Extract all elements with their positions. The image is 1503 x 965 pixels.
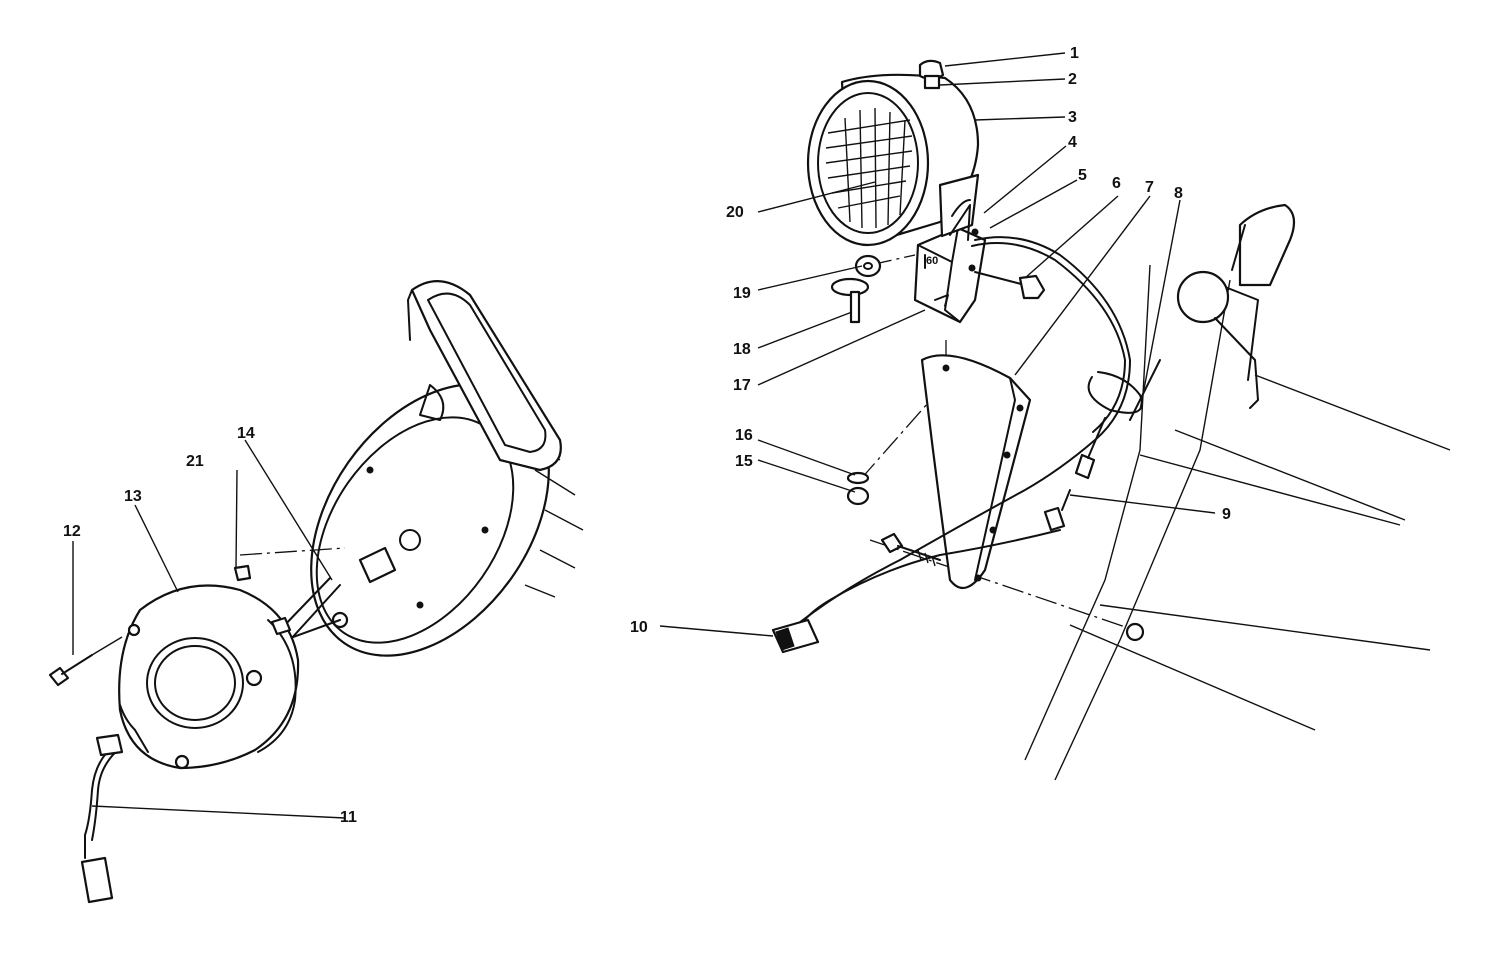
clutch-housing-13: [118, 564, 300, 770]
screw-12: [48, 636, 123, 687]
callout-16: 16: [735, 427, 753, 444]
callout-18: 18: [733, 341, 751, 358]
callout-14: 14: [237, 425, 255, 442]
callout-19: 19: [733, 285, 751, 302]
callout-15: 15: [735, 453, 753, 470]
headlight-assembly: [806, 73, 980, 247]
bracket-mark: 60: [926, 255, 938, 267]
lamp-bolt-6: [968, 264, 1046, 300]
bolt-and-nuts: [846, 471, 1145, 642]
carriage-bolt-18: [830, 277, 870, 324]
callout-12: 12: [63, 523, 81, 540]
wiring-harness: [789, 236, 1143, 631]
connector-10: [771, 618, 820, 654]
callout-7: 7: [1145, 179, 1154, 196]
lamp-cap-1-2: [918, 59, 945, 90]
callout-3: 3: [1068, 109, 1077, 126]
callout-20: 20: [726, 204, 744, 221]
callout-6: 6: [1112, 175, 1121, 192]
wire-harness-11: [80, 733, 124, 904]
callout-1: 1: [1070, 45, 1079, 62]
callout-11: 11: [340, 809, 357, 826]
callout-labels: 1 2 3 4 5 6 7 8 9 10 11 12 13 14 15 16 1…: [63, 45, 1231, 826]
callout-21: 21: [186, 453, 204, 470]
washer-19: [854, 254, 882, 278]
frame-handle: [1024, 203, 1451, 781]
support-bracket-7: [920, 354, 1032, 590]
starter-shaft: [279, 546, 397, 641]
lamp-bracket-17: [913, 226, 987, 324]
callout-10: 10: [630, 619, 648, 636]
callout-17: 17: [733, 377, 751, 394]
callout-4: 4: [1068, 134, 1077, 151]
callout-9: 9: [1222, 506, 1231, 523]
callout-2: 2: [1068, 71, 1077, 88]
callout-13: 13: [124, 488, 142, 505]
flywheel-blower-housing: [310, 280, 584, 657]
callout-5: 5: [1078, 167, 1087, 184]
callout-leader-lines: [72, 52, 1216, 819]
callout-8: 8: [1174, 185, 1183, 202]
